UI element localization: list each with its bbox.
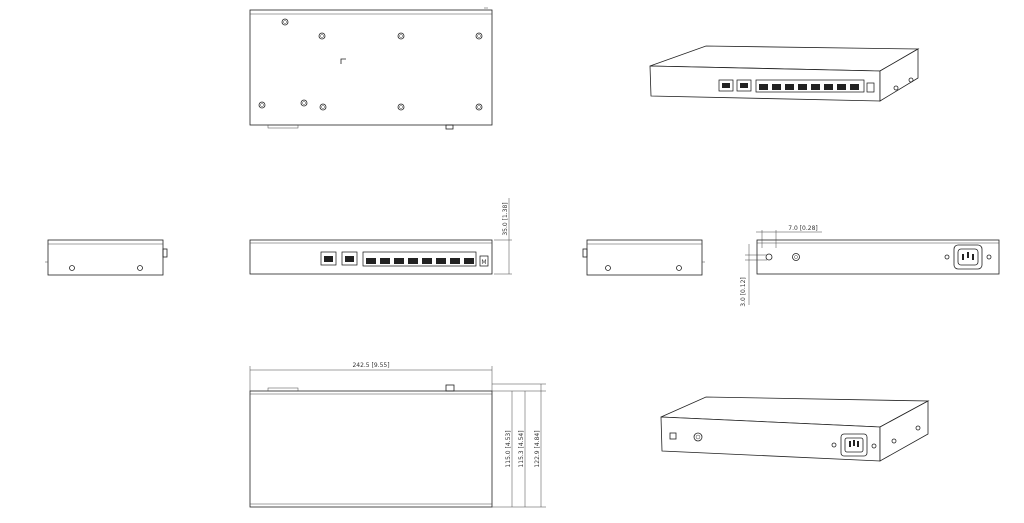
- front-indicator-label: M: [481, 259, 486, 266]
- rear-offset-dimension: 7.0 [0.28]: [788, 225, 818, 232]
- depth-dimension-1: 115.0 [4.53]: [505, 430, 512, 467]
- top-view: [249, 7, 493, 130]
- bottom-view: 242.5 [9.55] 115.0 [4.53] 115.3 [4.54] 1…: [249, 362, 546, 508]
- front-height-dimension: 35.0 [1.38]: [502, 202, 509, 235]
- iso-rear-view: [660, 396, 930, 462]
- front-uplink-ports: [320, 251, 358, 266]
- power-inlet-rear: [944, 244, 992, 270]
- rear-vertical-dimension: 3.0 [0.12]: [740, 277, 747, 307]
- front-lan-ports: [362, 251, 477, 267]
- top-view-screw-holes: [258, 18, 483, 111]
- depth-dimension-3: 122.9 [4.84]: [534, 430, 541, 467]
- front-view: M 35.0 [1.38]: [249, 198, 512, 275]
- power-inlet-iso: [831, 433, 877, 457]
- iso-front-view: [649, 45, 920, 102]
- rear-view: 7.0 [0.28] 3.0 [0.12]: [740, 225, 1000, 307]
- left-side-view: [45, 239, 168, 276]
- width-dimension: 242.5 [9.55]: [352, 362, 389, 369]
- iso-uplink-ports: [718, 79, 752, 92]
- front-indicator: [479, 255, 489, 267]
- depth-dimension-2: 115.3 [4.54]: [518, 430, 525, 467]
- iso-lan-ports: [755, 79, 865, 93]
- right-side-view: [582, 239, 705, 276]
